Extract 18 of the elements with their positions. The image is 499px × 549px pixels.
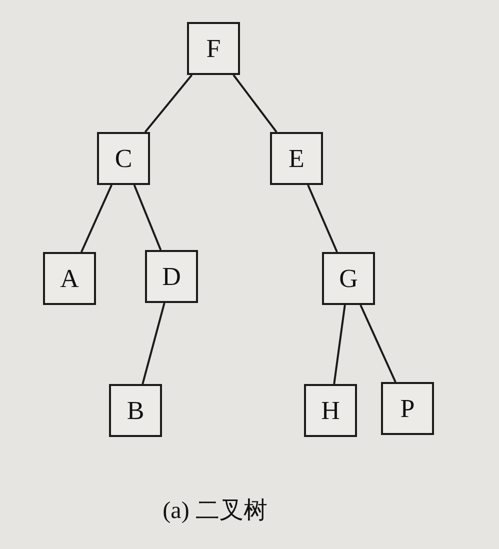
tree-edge-line — [232, 74, 278, 133]
tree-edge-line — [142, 302, 166, 384]
tree-node-box: F — [187, 22, 240, 75]
tree-node-box: P — [381, 382, 434, 435]
tree-node-box: H — [304, 384, 357, 437]
tree-node-box: D — [145, 250, 198, 303]
tree-node-box: C — [97, 132, 150, 185]
tree-edge-line — [133, 184, 162, 250]
tree-node-box: E — [270, 132, 323, 185]
tree-edge-line — [144, 74, 193, 133]
tree-node-box: G — [322, 252, 375, 305]
tree-node-box: B — [109, 384, 162, 437]
tree-node-box: A — [43, 252, 96, 305]
figure-caption: (a) 二叉树 — [162, 497, 268, 526]
tree-edge-line — [360, 304, 396, 382]
tree-edge-line — [80, 184, 112, 252]
tree-edge-line — [333, 304, 346, 384]
tree-edge-line — [307, 184, 338, 252]
